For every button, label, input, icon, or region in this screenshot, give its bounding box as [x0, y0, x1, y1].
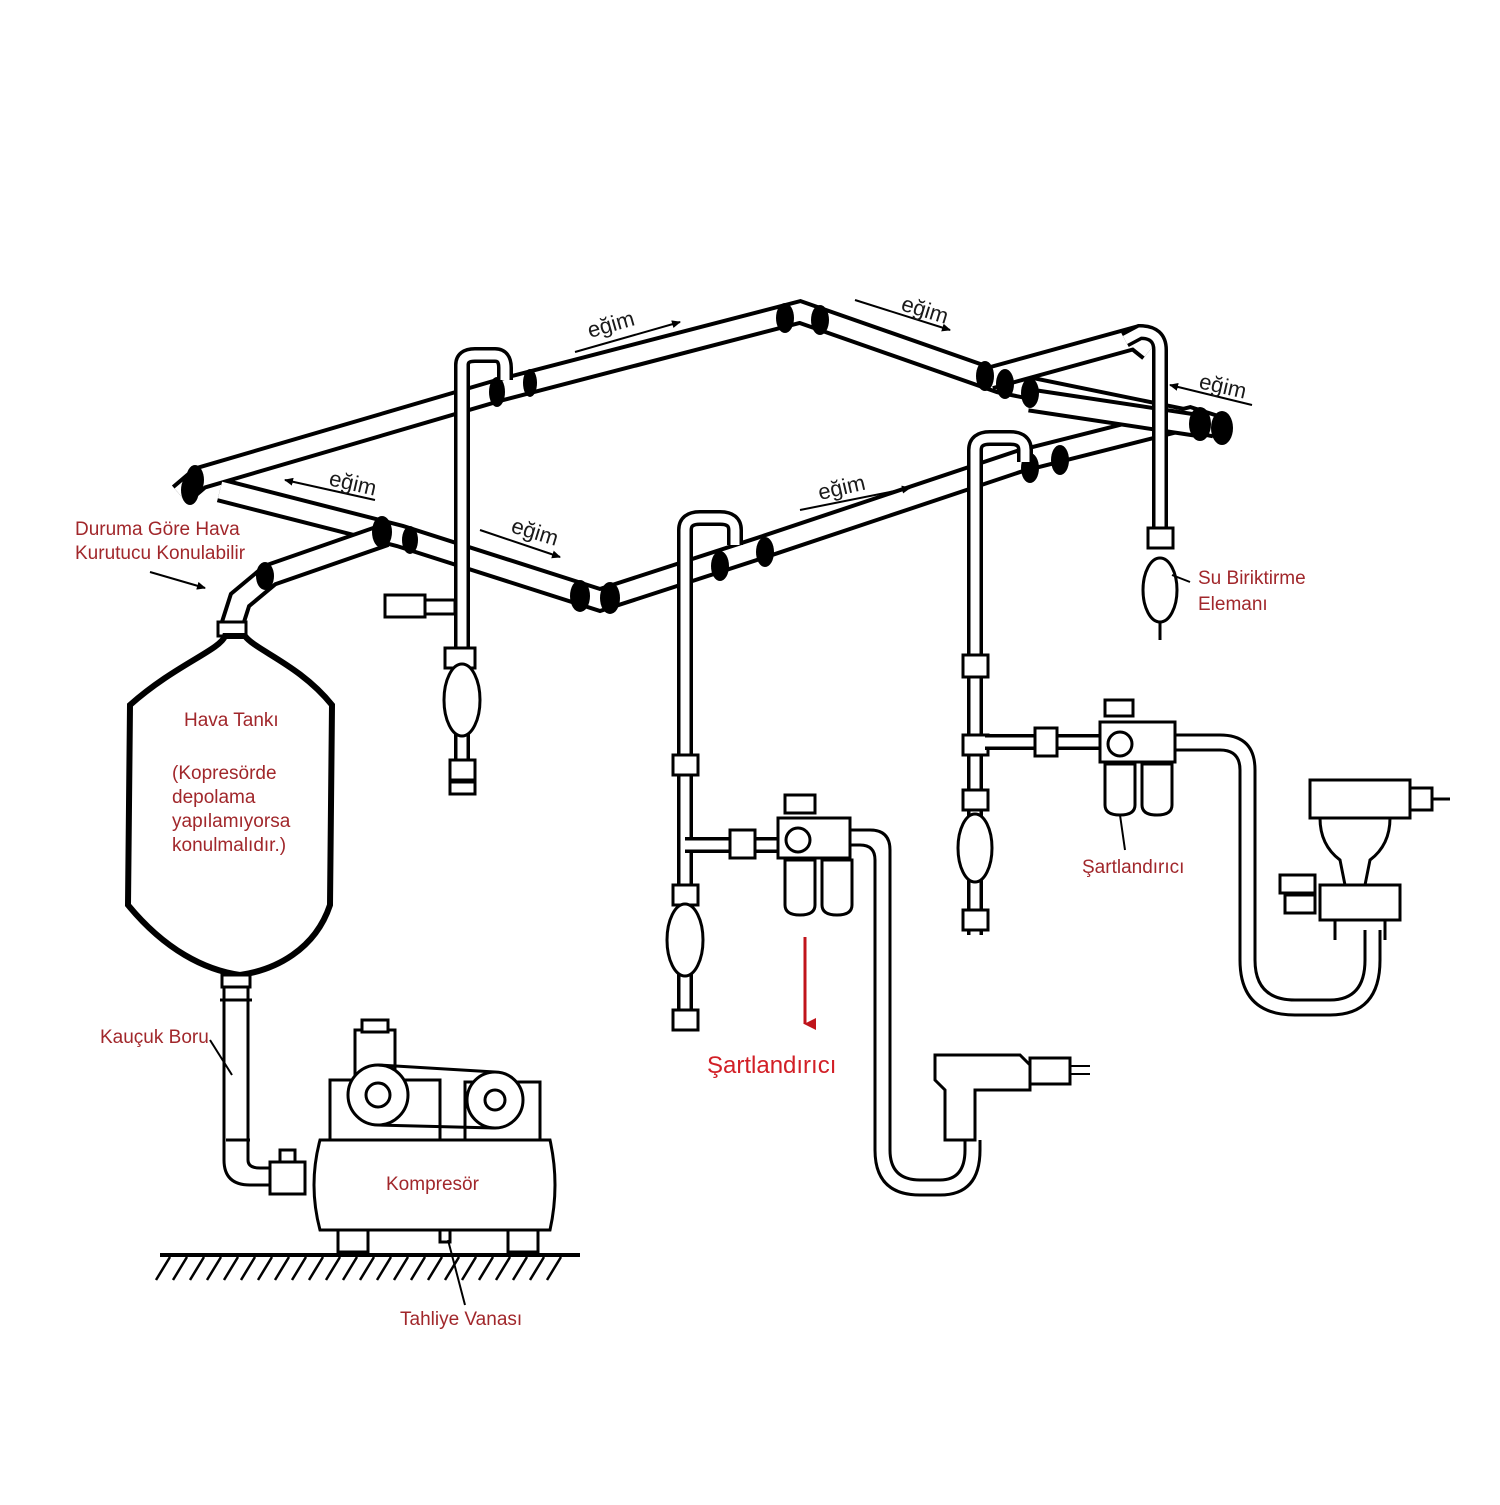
ground-hatch-line [460, 1256, 478, 1281]
water-trap [1121, 323, 1179, 640]
slope-label-front-left: eğim [509, 513, 562, 551]
ground-hatch-line [375, 1256, 393, 1281]
ground-hatch-line [409, 1256, 427, 1281]
ground-line [154, 1253, 580, 1281]
ground-hatch-line [426, 1256, 444, 1281]
leader-lines [149, 571, 1191, 1306]
ground-hatch-line [358, 1256, 376, 1281]
ground-hatch-line [222, 1256, 240, 1281]
water-trap-label-line1: Su Biriktirme [1198, 568, 1306, 589]
drain-valve-label: Tahliye Vanası [400, 1309, 522, 1330]
tank-note-line1: (Kopresörde [172, 763, 277, 784]
ground-hatch-line [545, 1256, 563, 1281]
dryer-label-line1: Duruma Göre Hava [75, 519, 240, 540]
air-tank [124, 620, 336, 989]
ground-hatch-line [443, 1256, 461, 1281]
ground-hatch-line [307, 1256, 325, 1281]
ground-hatch-line [188, 1256, 206, 1281]
pneumatic-cylinder [1278, 778, 1450, 940]
slope-label-front-right: eğim [816, 470, 868, 505]
tank-title: Hava Tankı [184, 710, 279, 731]
compressor-label: Kompresör [386, 1174, 480, 1195]
ground-hatch-line [171, 1256, 189, 1281]
ground-hatch-line [511, 1256, 529, 1281]
ground-hatch-line [205, 1256, 223, 1281]
compressor-unit [268, 1018, 557, 1254]
conditioner-middle [776, 793, 982, 1197]
ground-hatch-line [494, 1256, 512, 1281]
air-drill [933, 1053, 1090, 1142]
pipe-joints [181, 303, 1233, 614]
ground-hatch-line [341, 1256, 359, 1281]
conditioner-right-label: Şartlandırıcı [1082, 857, 1184, 878]
ground-hatch-line [256, 1256, 274, 1281]
ground-hatch-line [392, 1256, 410, 1281]
tank-note-line4: konulmalıdır.) [172, 835, 286, 856]
drop-left [383, 347, 513, 796]
ground-hatch-line [477, 1256, 495, 1281]
slope-arrows [284, 299, 1253, 559]
conditioner-highlight-label: Şartlandırıcı [707, 1052, 836, 1079]
ground-hatch-line [324, 1256, 342, 1281]
annotation-labels: Duruma Göre Hava Kurutucu Konulabilir Ha… [75, 519, 1306, 1330]
rubber-hose [220, 987, 270, 1187]
water-trap-label-line2: Elemanı [1198, 594, 1268, 615]
ground-hatch-line [528, 1256, 546, 1281]
dryer-label-line2: Kurutucu Konulabilir [75, 543, 246, 564]
ground-hatch-line [239, 1256, 257, 1281]
conditioner-right [1098, 698, 1382, 1017]
drop-middle [665, 510, 780, 1032]
tank-note-line3: yapılamıyorsa [172, 811, 291, 832]
ground-hatch-line [154, 1256, 172, 1281]
ground-hatch-line [273, 1256, 291, 1281]
ground-hatch-line [290, 1256, 308, 1281]
rubber-hose-label: Kauçuk Boru [100, 1027, 209, 1048]
slope-label-left: eğim [327, 466, 379, 501]
tank-note-line2: depolama [172, 787, 256, 808]
drop-right [956, 430, 1100, 935]
slope-label-far-right: eğim [1197, 369, 1249, 404]
